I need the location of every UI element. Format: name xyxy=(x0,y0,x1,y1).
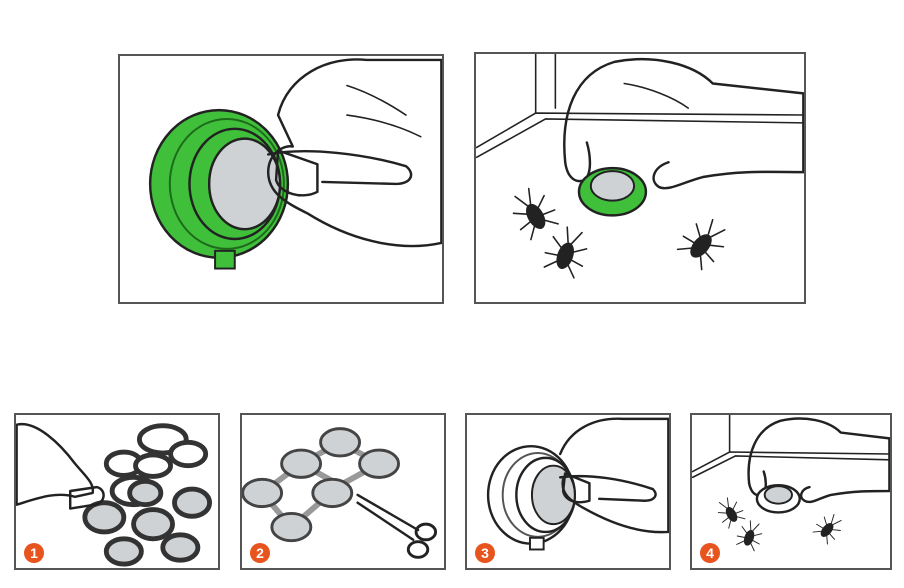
panel-step-2: 2 xyxy=(240,413,446,570)
cockroach-icon xyxy=(543,226,588,279)
hand-icon xyxy=(558,417,669,534)
panel-step-3: 3 xyxy=(465,413,671,570)
bait-station-icon xyxy=(242,427,401,543)
bait-station-icon xyxy=(82,423,213,567)
hand-icon xyxy=(266,58,442,248)
cockroach-icon xyxy=(512,187,559,241)
apply-bait-illustration xyxy=(148,58,442,270)
step-4-illustration xyxy=(692,415,890,552)
bait-station-icon xyxy=(577,166,648,217)
step-number-badge: 4 xyxy=(700,543,720,563)
step-number-badge: 3 xyxy=(475,543,495,563)
panel-step-4: 4 xyxy=(690,413,892,570)
bait-station-icon xyxy=(148,108,290,270)
place-bait-illustration xyxy=(476,54,804,279)
panel-step-1: 1 xyxy=(14,413,220,570)
scissors-icon xyxy=(356,493,438,559)
cockroach-icon xyxy=(676,218,726,271)
hand-icon xyxy=(16,422,105,510)
step-number-badge: 1 xyxy=(24,543,44,563)
bait-station-icon xyxy=(486,444,577,551)
step-2-illustration xyxy=(242,427,438,559)
panel-apply-bait-large xyxy=(118,54,444,304)
step-number-badge: 2 xyxy=(250,543,270,563)
step-1-illustration xyxy=(16,422,213,567)
panel-place-bait-large xyxy=(474,52,806,304)
cockroach-icon xyxy=(717,497,746,529)
step-3-illustration xyxy=(486,417,669,551)
cockroach-icon xyxy=(812,513,842,545)
bait-station-icon xyxy=(755,483,801,514)
cockroach-icon xyxy=(736,520,763,552)
